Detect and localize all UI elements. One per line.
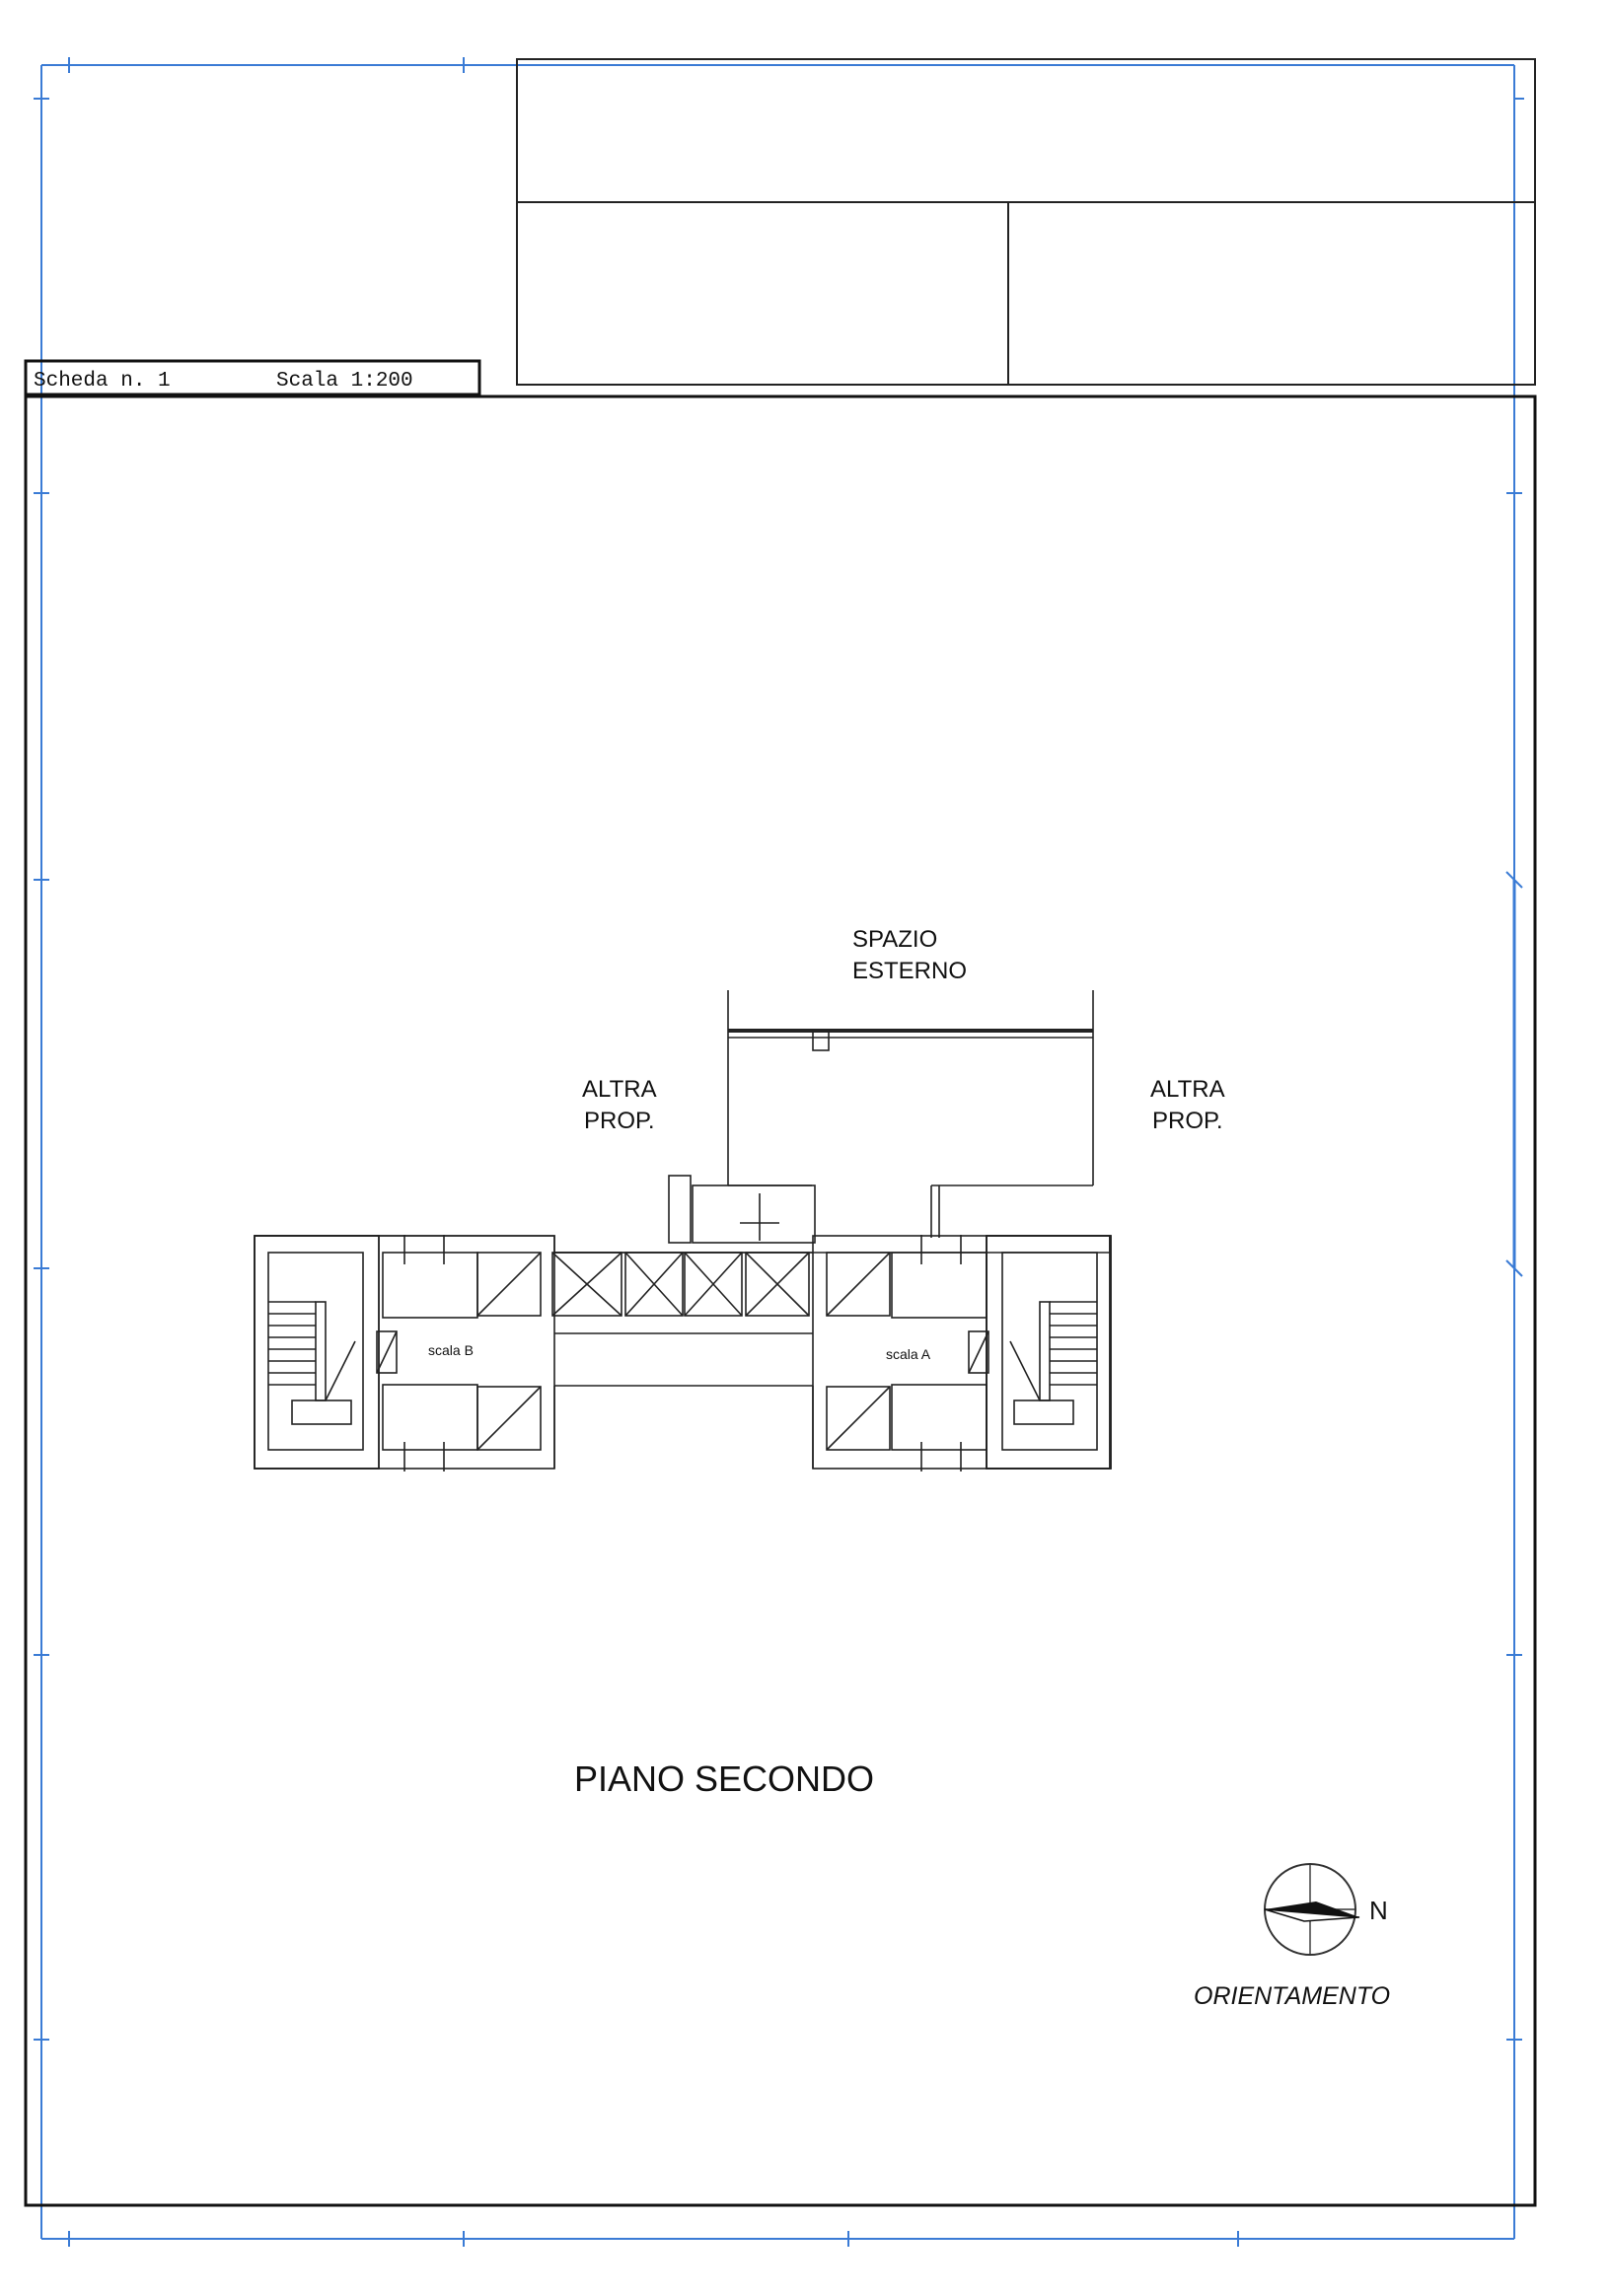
- compass-north-label: N: [1369, 1896, 1388, 1925]
- neighbor-right-label-1: ALTRA: [1150, 1076, 1225, 1103]
- card-number-label: Scheda n. 1: [34, 370, 171, 393]
- stair-b-label: scala B: [428, 1342, 474, 1358]
- neighbor-left-label-2: PROP.: [584, 1108, 655, 1134]
- outer-frame: [34, 57, 1524, 2247]
- scale-label: Scala 1:200: [276, 370, 413, 393]
- scale-box: Scheda n. 1 Scala 1:200: [24, 359, 481, 396]
- compass-icon: [1264, 1863, 1360, 1956]
- neighbor-left-label-1: ALTRA: [582, 1076, 657, 1103]
- storage-cells: [476, 1252, 891, 1451]
- stair-a-label: scala A: [886, 1346, 931, 1362]
- floor-title: PIANO SECONDO: [574, 1758, 874, 1799]
- outdoor-space-label-2: ESTERNO: [852, 958, 967, 984]
- neighbor-right-label-2: PROP.: [1152, 1108, 1223, 1134]
- stair-a-drawing: [891, 1235, 1112, 1471]
- drawing-frame: [24, 395, 1537, 2207]
- outdoor-space-label-1: SPAZIO: [852, 926, 937, 953]
- floor-plan: [254, 990, 1112, 1471]
- compass-caption: ORIENTAMENTO: [1194, 1982, 1390, 2010]
- title-block: [516, 58, 1536, 386]
- stair-b-drawing: [254, 1235, 478, 1471]
